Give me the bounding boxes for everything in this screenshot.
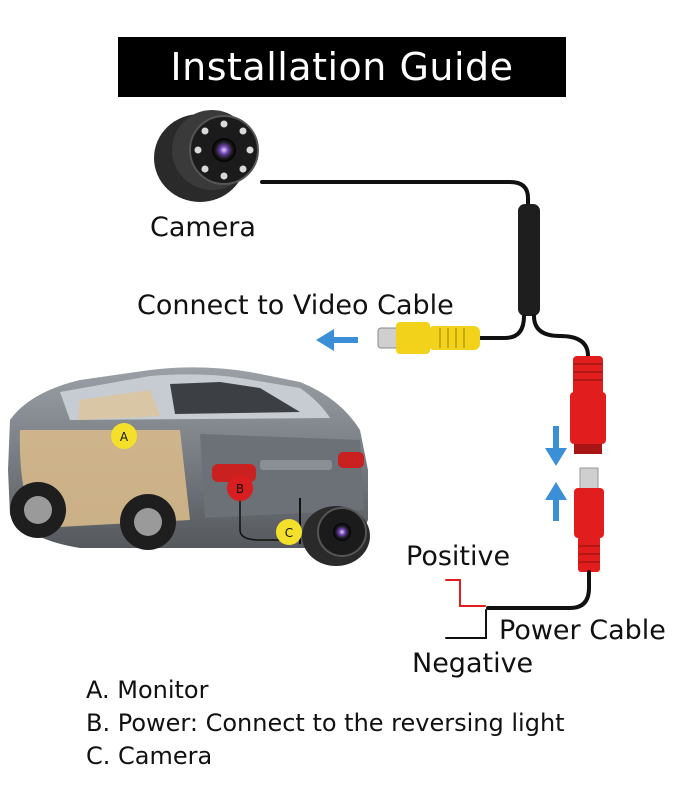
power-connector-male [574,467,604,572]
legend-item-power: B. Power: Connect to the reversing light [86,709,565,737]
legend-item-camera: C. Camera [86,742,213,770]
camera-image [154,110,259,202]
car-illustration [8,367,368,550]
power-cable-lines [445,570,591,639]
power-cable-label: Power Cable [499,615,666,646]
marker-c-label: C [285,526,293,540]
power-connector-female [570,356,606,454]
camera-cable [260,180,530,208]
negative-label: Negative [412,648,534,679]
marker-a: A [111,423,137,449]
page-title: Installation Guide [118,37,566,97]
arrow-down-icon [545,426,567,466]
camera-label: Camera [150,212,256,243]
positive-label: Positive [406,541,511,572]
marker-a-label: A [120,430,129,444]
arrow-up-icon [545,482,567,521]
rca-video-connector [377,322,480,354]
legend-item-monitor: A. Monitor [86,676,209,704]
marker-b-label: B [236,482,244,496]
marker-b: B [227,475,253,501]
arrow-left-icon [316,329,358,351]
video-cable-label: Connect to Video Cable [137,290,454,321]
marker-c: C [276,519,302,545]
car-camera-inset [302,506,370,566]
legend: A. Monitor B. Power: Connect to the reve… [86,674,565,773]
split-cables [476,314,590,358]
cable-splitter [518,204,540,316]
